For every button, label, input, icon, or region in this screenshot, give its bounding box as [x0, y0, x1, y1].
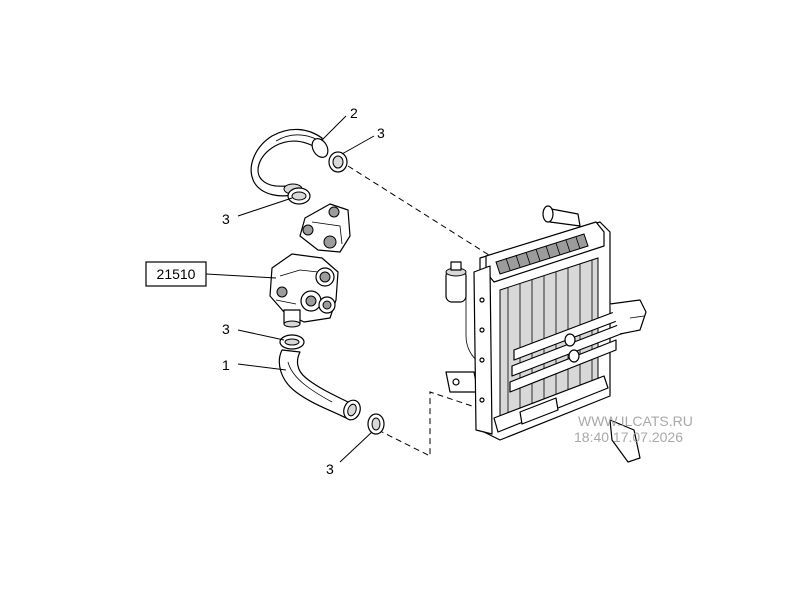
lower-connection-dash [377, 391, 479, 457]
callout-clamp-mid: 3 [222, 321, 230, 337]
leader-hose-lower [237, 363, 287, 371]
radiator-assembly [445, 205, 647, 463]
corrugated-hose [495, 233, 589, 275]
watermark-site: WWW.ILCATS.RU [578, 413, 693, 429]
side-frame-holes [479, 297, 485, 403]
leader-lines [205, 115, 375, 463]
callout-clamp-lower: 3 [326, 461, 334, 477]
upper-connection-dash [347, 165, 501, 263]
callouts: 2 3 3 3 1 3 [222, 105, 385, 477]
leader-hose-upper [321, 115, 347, 141]
callout-hose-upper: 2 [350, 105, 358, 121]
callout-clamp-upper-right: 3 [377, 125, 385, 141]
expansion-tank [445, 261, 467, 303]
thermostat-housing [269, 203, 351, 328]
upper-hose [250, 128, 329, 197]
clamp-mid [279, 334, 305, 350]
leader-thermostat [205, 273, 277, 279]
clamp-lower [367, 413, 385, 435]
leader-clamp-upper-left [237, 197, 293, 217]
callout-clamp-upper-left: 3 [222, 211, 230, 227]
watermark-timestamp: 18:40 17.07.2026 [574, 429, 683, 445]
leader-clamp-mid [237, 329, 285, 341]
callout-hose-lower: 1 [222, 357, 230, 373]
reference-box-thermostat[interactable]: 21510 [145, 261, 207, 287]
clamp-upper-right [328, 151, 348, 173]
lower-hose [278, 349, 361, 421]
oil-cooler-tubes [509, 299, 647, 393]
leader-clamp-upper-right [341, 135, 375, 155]
connection-lines [347, 165, 501, 457]
leader-clamp-lower [339, 431, 373, 463]
clamp-upper-left [287, 187, 311, 205]
watermark: WWW.ILCATS.RU 18:40 17.07.2026 [574, 413, 693, 445]
reference-number-thermostat: 21510 [157, 266, 196, 282]
